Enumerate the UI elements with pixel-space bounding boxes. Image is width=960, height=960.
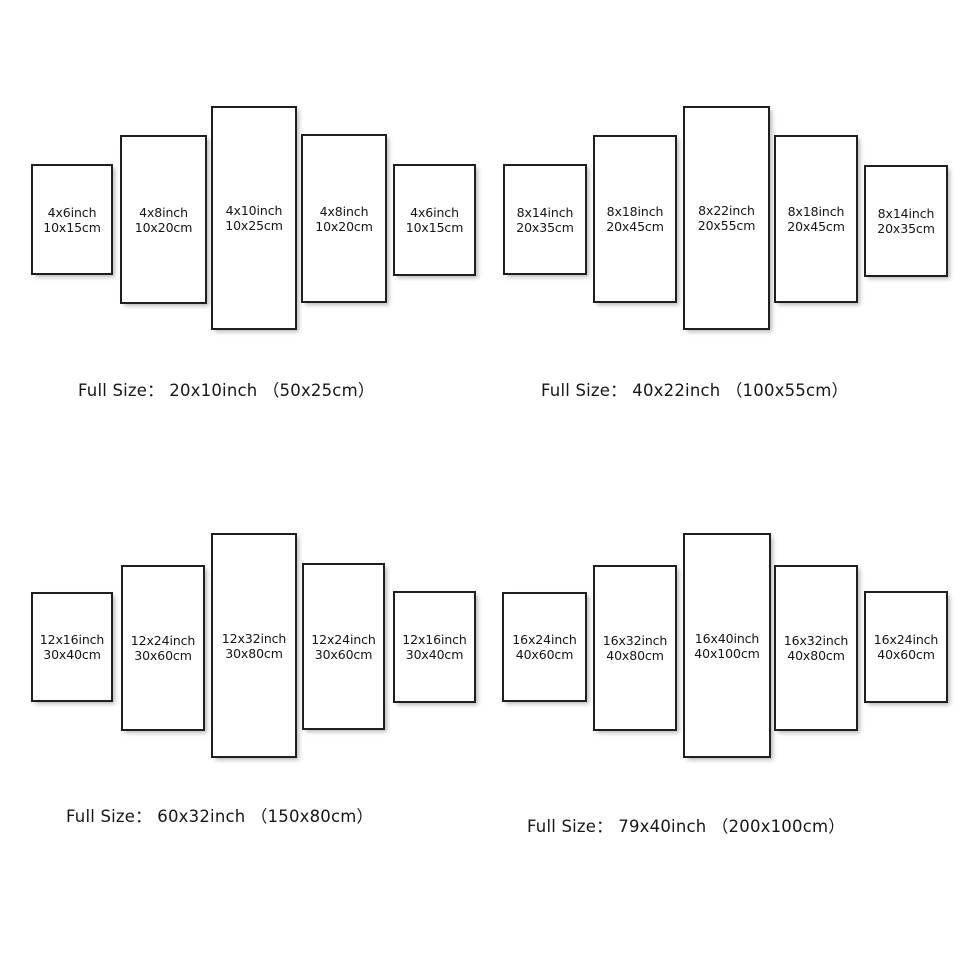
panel-size-cm: 20x45cm bbox=[787, 219, 845, 234]
panel-size-inch: 4x8inch bbox=[139, 204, 188, 220]
panel-size-inch: 16x32inch bbox=[602, 633, 668, 648]
panel-size-cm: 10x25cm bbox=[225, 218, 283, 233]
panel-size-inch: 16x32inch bbox=[783, 633, 849, 648]
panel-size-cm: 10x15cm bbox=[43, 219, 101, 235]
panel-size-inch: 16x24inch bbox=[873, 632, 939, 647]
panel-size-inch: 8x18inch bbox=[787, 204, 845, 219]
panel-size-inch: 8x14inch bbox=[516, 204, 574, 220]
panel-size-inch: 4x10inch bbox=[225, 203, 283, 218]
panel-size-cm: 30x80cm bbox=[225, 645, 283, 661]
panel-size-inch: 8x18inch bbox=[606, 204, 664, 219]
panel-size-inch: 12x24inch bbox=[130, 633, 196, 648]
panel-size-inch: 16x40inch bbox=[694, 630, 760, 646]
group-full-size-caption: Full Size： 40x22inch （100x55cm） bbox=[541, 381, 849, 400]
panel-size-cm: 20x35cm bbox=[877, 221, 935, 236]
group-full-size-caption: Full Size： 60x32inch （150x80cm） bbox=[66, 807, 374, 826]
panel-size-cm: 10x15cm bbox=[405, 220, 464, 235]
panel-size-cm: 30x40cm bbox=[405, 647, 464, 662]
panel-size-inch: 8x22inch bbox=[698, 203, 755, 218]
panel-size-cm: 40x100cm bbox=[694, 645, 760, 661]
panel-size-cm: 20x45cm bbox=[606, 219, 664, 234]
panel-size-inch: 8x14inch bbox=[877, 206, 935, 221]
panel-size-cm: 20x35cm bbox=[516, 219, 574, 235]
panel-size-cm: 10x20cm bbox=[315, 218, 373, 234]
panel-size-inch: 4x6inch bbox=[47, 204, 97, 220]
panel-size-cm: 30x60cm bbox=[134, 648, 192, 663]
group-full-size-caption: Full Size： 20x10inch （50x25cm） bbox=[78, 381, 375, 400]
group-full-size-caption: Full Size： 79x40inch （200x100cm） bbox=[527, 817, 845, 836]
panel-size-cm: 40x80cm bbox=[787, 648, 845, 663]
panel-size-inch: 12x16inch bbox=[402, 632, 467, 647]
panel-size-cm: 40x60cm bbox=[877, 647, 935, 662]
panel-size-cm: 20x55cm bbox=[697, 218, 756, 233]
panel-size-inch: 4x8inch bbox=[319, 203, 369, 219]
panel-size-cm: 10x20cm bbox=[134, 219, 193, 235]
panel-size-inch: 4x6inch bbox=[410, 205, 459, 220]
panel-size-inch: 16x24inch bbox=[512, 632, 577, 647]
panel-size-cm: 40x60cm bbox=[515, 647, 574, 662]
panel-size-cm: 30x60cm bbox=[314, 646, 373, 662]
panel-size-inch: 12x24inch bbox=[311, 631, 376, 647]
panel-size-cm: 30x40cm bbox=[43, 647, 101, 662]
panel-size-inch: 12x32inch bbox=[221, 630, 287, 646]
panel-size-cm: 40x80cm bbox=[606, 648, 664, 663]
panel-size-inch: 12x16inch bbox=[39, 632, 105, 647]
